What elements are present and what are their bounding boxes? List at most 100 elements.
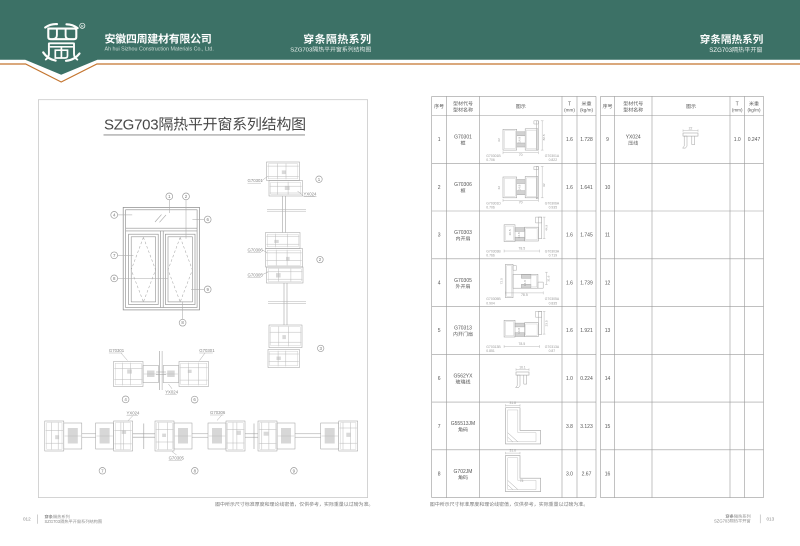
svg-text:14.8: 14.8 [517,328,521,334]
svg-text:1.745: 1.745 [580,233,593,239]
svg-text:G70313: G70313 [454,326,472,332]
svg-text:G70306: G70306 [210,410,226,415]
svg-text:72.5: 72.5 [499,278,503,284]
svg-text:0.706: 0.706 [486,158,495,162]
svg-text:2: 2 [319,257,322,262]
svg-text:G562YX: G562YX [454,373,474,379]
svg-text:31.8: 31.8 [509,401,516,405]
svg-text:Ah hui Sizhou Construction Mat: Ah hui Sizhou Construction Materials Co.… [105,47,214,53]
svg-text:78.5: 78.5 [518,342,525,346]
svg-text:7: 7 [101,468,104,473]
svg-text:SZG703: SZG703 [104,116,158,133]
svg-text:7: 7 [113,253,116,258]
svg-text:1.6: 1.6 [566,185,573,191]
svg-text:G70301B: G70301B [486,154,501,158]
svg-text:1.0: 1.0 [734,137,741,143]
svg-text:SZG703: SZG703 [709,47,732,54]
svg-text:G70301: G70301 [248,178,264,183]
svg-text:T: T [736,101,739,107]
svg-text:(kg/m): (kg/m) [580,108,593,113]
svg-text:1.0: 1.0 [566,376,573,382]
svg-text:012: 012 [23,516,31,521]
svg-text:0.719: 0.719 [549,254,558,258]
svg-text:G70301: G70301 [454,135,472,141]
svg-text:3: 3 [438,233,441,239]
svg-text:8: 8 [181,320,184,325]
svg-text:G70306: G70306 [248,247,264,252]
svg-text:0.935: 0.935 [549,206,558,210]
svg-text:0.247: 0.247 [748,137,761,143]
svg-text:8: 8 [438,472,441,478]
svg-text:G70306A: G70306A [545,202,560,206]
svg-text:0.706: 0.706 [486,206,495,210]
svg-text:G55513JM: G55513JM [451,421,475,427]
svg-text:1: 1 [318,177,321,182]
svg-text:1: 1 [168,194,171,199]
svg-text:16.1: 16.1 [519,365,526,369]
svg-text:G70301D: G70301D [486,202,501,206]
svg-text:G70313A: G70313A [545,345,560,349]
svg-text:14.8: 14.8 [523,280,527,286]
svg-text:G70301: G70301 [199,348,215,353]
svg-text:14: 14 [605,376,611,382]
svg-text:G70303A: G70303A [545,249,560,253]
svg-text:1.6: 1.6 [566,281,573,287]
svg-text:2.67: 2.67 [582,472,592,478]
svg-text:4: 4 [438,281,441,287]
svg-text:14.8: 14.8 [518,137,522,143]
svg-text:3.0: 3.0 [566,472,573,478]
svg-text:1: 1 [438,137,441,143]
svg-text:G70305: G70305 [248,272,264,277]
svg-text:6: 6 [193,397,196,402]
svg-text:SZG703: SZG703 [714,518,730,523]
svg-text:2: 2 [185,194,188,199]
svg-text:62: 62 [497,186,501,190]
svg-text:G70303B: G70303B [486,249,501,253]
svg-text:3.8: 3.8 [566,424,573,430]
svg-text:8: 8 [113,276,116,281]
svg-text:1.921: 1.921 [580,328,593,334]
svg-text:70: 70 [519,153,523,157]
svg-text:SZG703: SZG703 [290,47,313,53]
svg-text:G70303: G70303 [454,230,472,236]
svg-text:6: 6 [206,217,209,222]
svg-text:G70305: G70305 [454,278,472,284]
svg-text:G70301A: G70301A [545,154,560,158]
svg-text:YX024: YX024 [127,411,141,416]
svg-text:R: R [81,24,84,28]
svg-text:78.5: 78.5 [518,247,525,251]
svg-text:62: 62 [497,138,501,142]
svg-text:22: 22 [689,126,693,130]
svg-text:31.6: 31.6 [509,449,516,453]
svg-text:G70305A: G70305A [545,297,560,301]
svg-text:70: 70 [519,201,523,205]
svg-text:0.87: 0.87 [549,349,556,353]
svg-text:G70306: G70306 [454,182,472,188]
svg-text:0.766: 0.766 [486,254,495,258]
svg-text:82.5: 82.5 [542,134,546,140]
svg-text:0.224: 0.224 [580,376,593,382]
svg-text:(mm): (mm) [732,108,743,113]
svg-text:013: 013 [767,516,775,521]
svg-text:YX024: YX024 [626,135,641,141]
svg-text:T: T [568,101,571,107]
svg-text:0.904: 0.904 [486,301,495,305]
svg-text:3: 3 [319,346,322,351]
svg-text:G70313B: G70313B [486,345,501,349]
svg-text:8: 8 [194,468,197,473]
svg-text:G70301: G70301 [109,348,125,353]
svg-text:11: 11 [605,233,610,239]
svg-text:7: 7 [438,424,441,430]
svg-text:9: 9 [206,287,209,292]
svg-text:1.6: 1.6 [566,137,573,143]
svg-text:23.5: 23.5 [544,320,548,326]
svg-text:4: 4 [113,213,116,218]
svg-text:4: 4 [124,397,127,402]
svg-text:1.6: 1.6 [566,328,573,334]
svg-text:12: 12 [605,281,611,287]
svg-text:9: 9 [606,137,609,143]
svg-text:10: 10 [605,185,611,191]
svg-text:SZG703: SZG703 [45,519,61,524]
svg-text:(mm): (mm) [564,108,575,113]
svg-text:14.8: 14.8 [518,184,522,190]
